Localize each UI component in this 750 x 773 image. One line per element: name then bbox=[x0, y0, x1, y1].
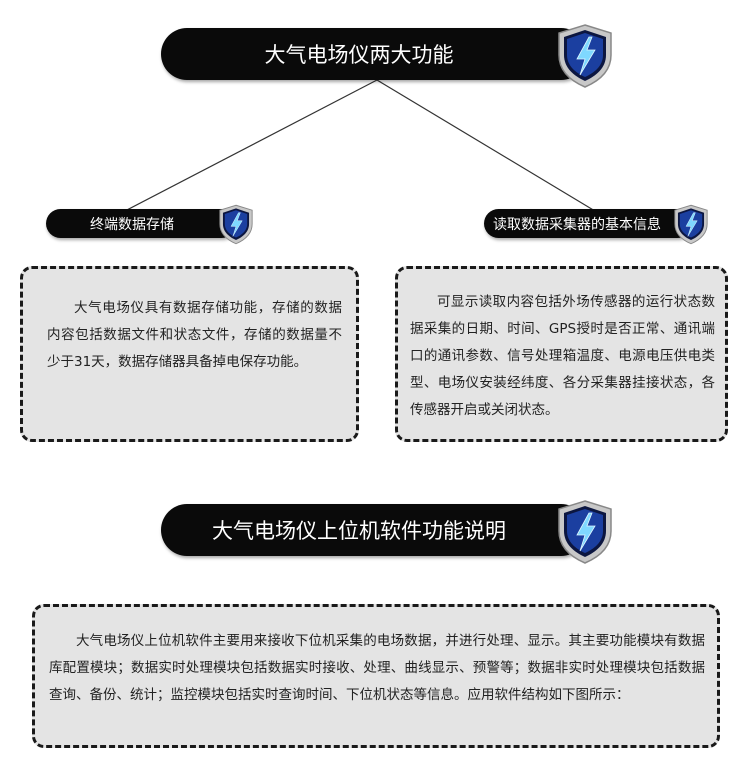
software-description-box: 大气电场仪上位机软件主要用来接收下位机采集的电场数据，并进行处理、显示。其主要功… bbox=[32, 604, 720, 748]
section2-title: 大气电场仪上位机软件功能说明 bbox=[212, 519, 506, 543]
software-description: 大气电场仪上位机软件主要用来接收下位机采集的电场数据，并进行处理、显示。其主要功… bbox=[49, 633, 705, 703]
storage-description: 大气电场仪具有数据存储功能，存储的数据内容包括数据文件和状态文件，存储的数据量不… bbox=[47, 300, 342, 370]
branch-right-label: 读取数据采集器的基本信息 bbox=[493, 216, 661, 233]
info-description: 可显示读取内容包括外场传感器的运行状态数据采集的日期、时间、GPS授时是否正常、… bbox=[410, 294, 715, 418]
section2-title-pill: 大气电场仪上位机软件功能说明 bbox=[161, 504, 587, 556]
lightning-shield-icon bbox=[219, 204, 253, 245]
storage-description-box: 大气电场仪具有数据存储功能，存储的数据内容包括数据文件和状态文件，存储的数据量不… bbox=[20, 266, 359, 442]
branch-right-pill: 读取数据采集器的基本信息 bbox=[484, 209, 692, 238]
branch-left-label: 终端数据存储 bbox=[90, 216, 174, 233]
info-description-box: 可显示读取内容包括外场传感器的运行状态数据采集的日期、时间、GPS授时是否正常、… bbox=[395, 266, 728, 442]
main-title: 大气电场仪两大功能 bbox=[264, 43, 454, 67]
branch-left-pill: 终端数据存储 bbox=[46, 209, 236, 238]
main-title-pill: 大气电场仪两大功能 bbox=[161, 28, 587, 80]
lightning-shield-icon bbox=[558, 24, 612, 88]
lightning-shield-icon bbox=[558, 500, 612, 564]
lightning-shield-icon bbox=[674, 204, 708, 245]
